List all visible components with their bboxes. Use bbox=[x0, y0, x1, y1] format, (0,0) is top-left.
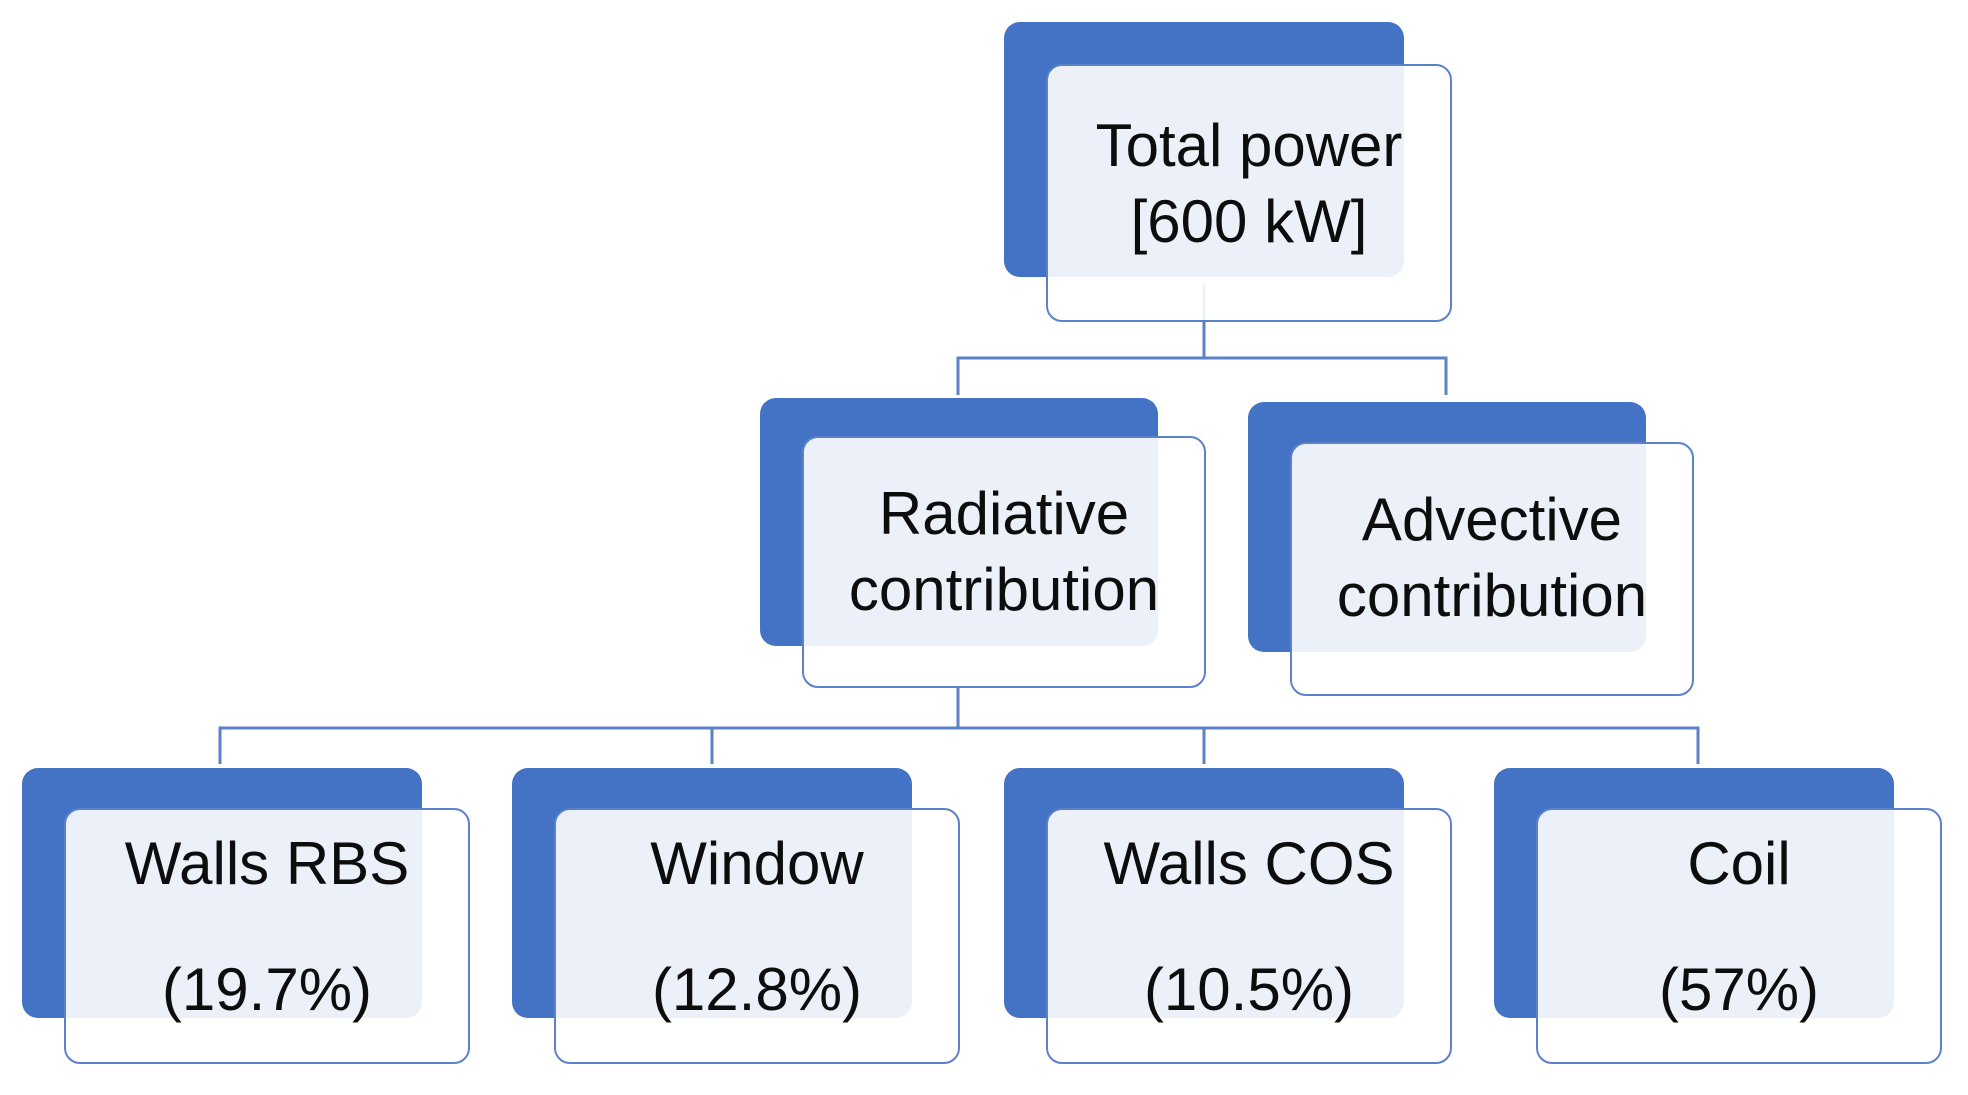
node-total-power: Total power [600 kW] bbox=[1004, 22, 1452, 322]
node-label-line2: [600 kW] bbox=[1130, 188, 1368, 255]
leaf-name: Walls COS bbox=[1103, 830, 1395, 897]
node-label: Window (12.8%) bbox=[554, 808, 960, 1044]
node-label-line1: Advective bbox=[1361, 486, 1623, 553]
node-walls-rbs: Walls RBS (19.7%) bbox=[22, 768, 470, 1064]
node-radiative-contribution: Radiative contribution bbox=[760, 398, 1206, 690]
node-advective-contribution: Advective contribution bbox=[1248, 402, 1694, 696]
node-label: Walls RBS (19.7%) bbox=[64, 808, 470, 1044]
node-card bbox=[64, 808, 470, 1064]
node-card bbox=[1046, 808, 1452, 1064]
node-card bbox=[1536, 808, 1942, 1064]
node-label-line2: contribution bbox=[1336, 562, 1648, 629]
node-label: Radiative contribution bbox=[802, 436, 1206, 668]
leaf-name: Walls RBS bbox=[124, 830, 410, 897]
node-label-line1: Total power bbox=[1095, 112, 1403, 179]
node-label-line2: contribution bbox=[848, 556, 1160, 623]
node-card bbox=[802, 436, 1206, 688]
leaf-value: (12.8%) bbox=[651, 956, 863, 1023]
node-window: Window (12.8%) bbox=[512, 768, 960, 1064]
node-label: Total power [600 kW] bbox=[1046, 64, 1452, 304]
connector-radiative-to-leaves bbox=[218, 688, 1700, 764]
node-card bbox=[554, 808, 960, 1064]
node-label-line1: Radiative bbox=[878, 480, 1130, 547]
node-coil: Coil (57%) bbox=[1494, 768, 1942, 1064]
node-card bbox=[1046, 64, 1452, 322]
node-label: Advective contribution bbox=[1290, 442, 1694, 674]
leaf-value: (57%) bbox=[1658, 956, 1820, 1023]
node-card bbox=[1290, 442, 1694, 696]
node-label: Coil (57%) bbox=[1536, 808, 1942, 1044]
leaf-name: Coil bbox=[1687, 830, 1791, 897]
leaf-name: Window bbox=[650, 830, 864, 897]
leaf-value: (19.7%) bbox=[161, 956, 373, 1023]
node-walls-cos: Walls COS (10.5%) bbox=[1004, 768, 1452, 1064]
leaf-value: (10.5%) bbox=[1143, 956, 1355, 1023]
node-label: Walls COS (10.5%) bbox=[1046, 808, 1452, 1044]
